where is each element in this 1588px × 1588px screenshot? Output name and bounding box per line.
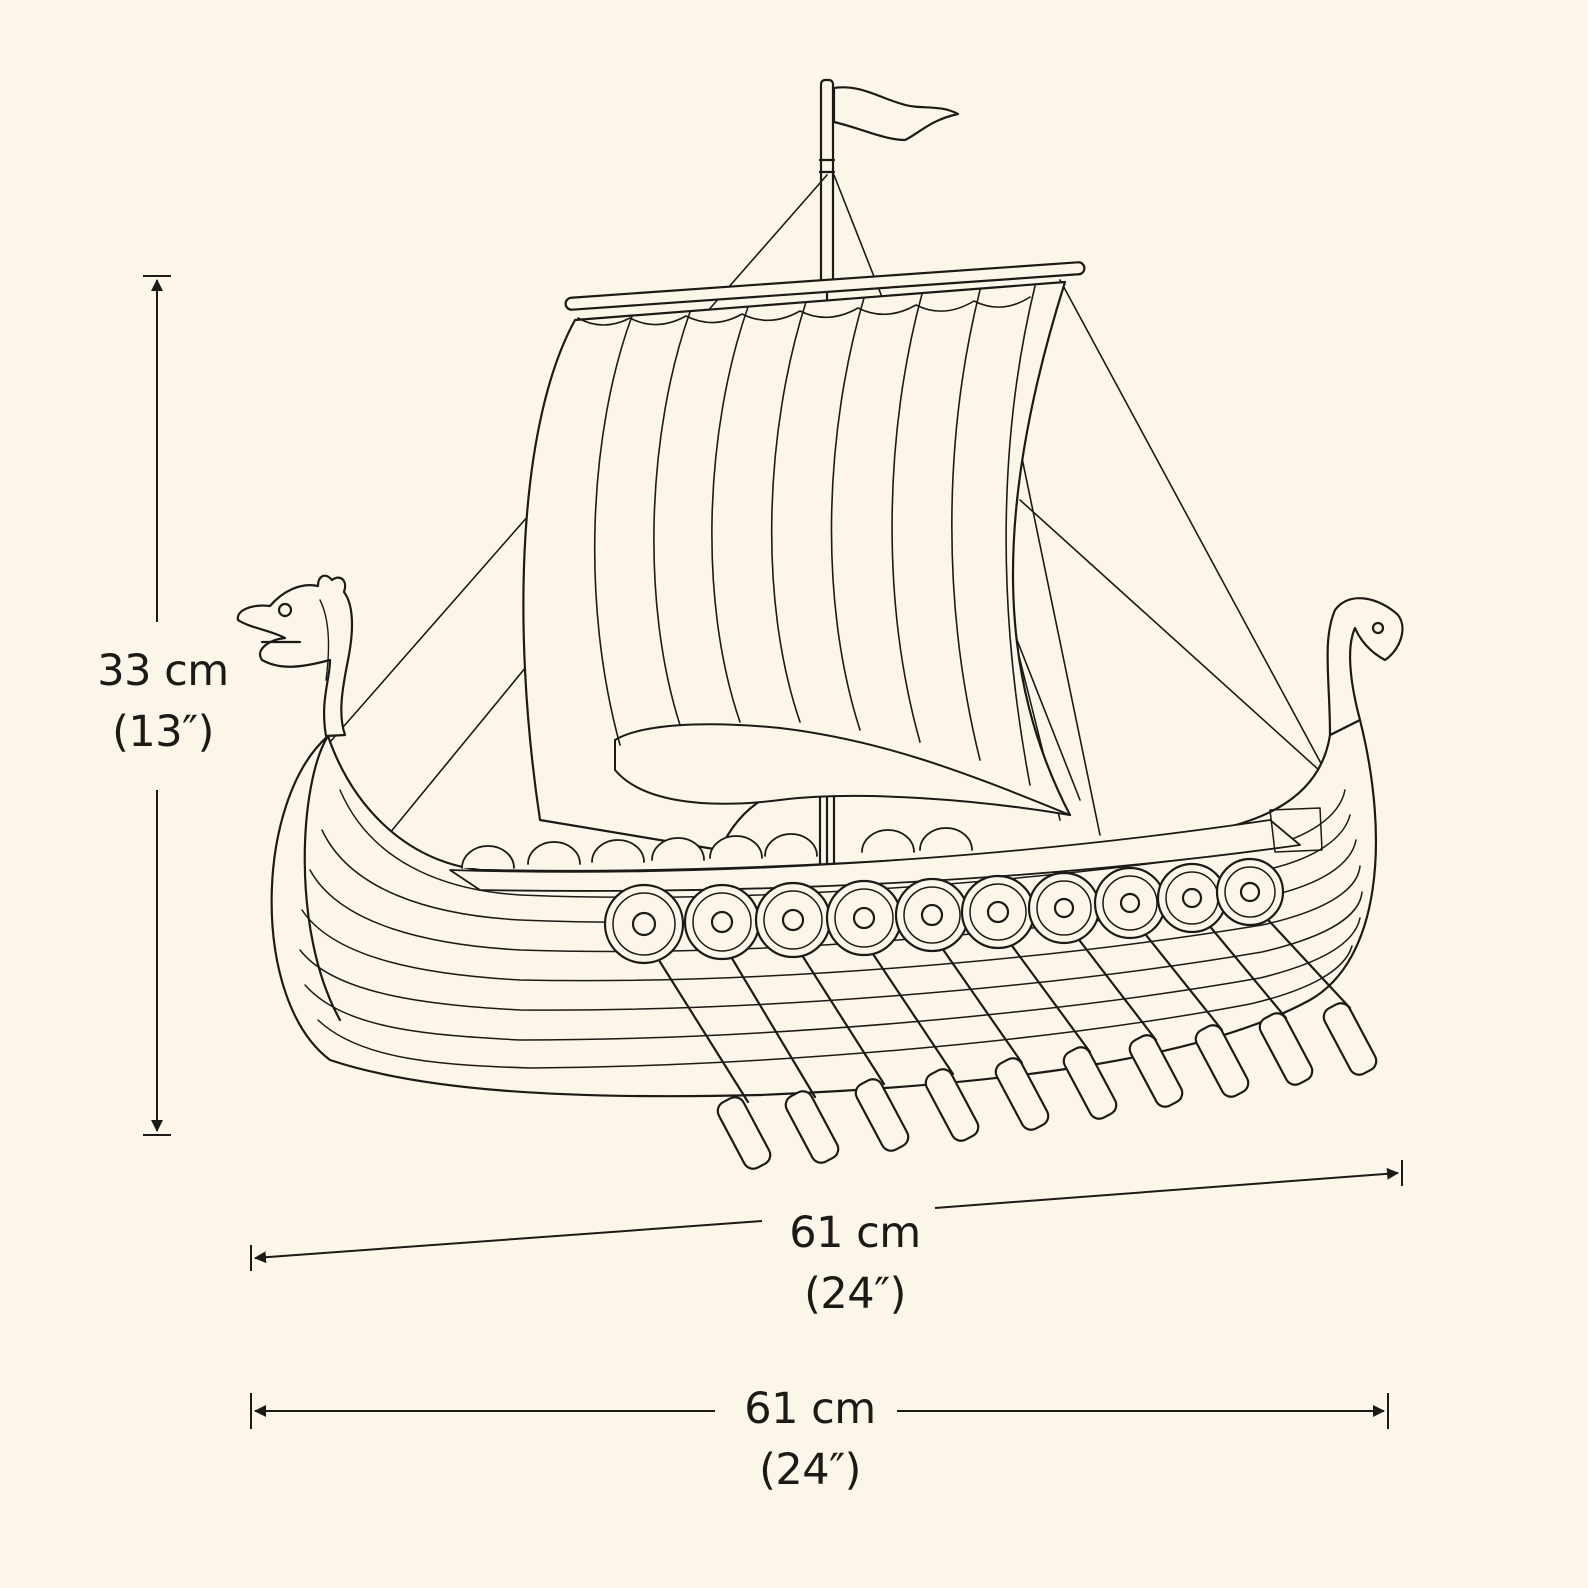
length-upper-metric: 61 cm (789, 1208, 921, 1258)
shield (894, 877, 970, 953)
shield (1027, 871, 1101, 945)
shield (683, 883, 761, 961)
sail (522, 280, 1072, 852)
shield (1093, 866, 1167, 940)
length-dimension-line-upper (250, 1160, 1403, 1271)
length-upper-imperial: (24″) (804, 1269, 906, 1319)
stern-head-eye (1371, 621, 1385, 635)
height-metric: 33 cm (97, 646, 229, 696)
length-upper-dimension-label: 61 cm (24″) (760, 1212, 950, 1316)
front-shields (603, 857, 1285, 965)
stern-post (1326, 597, 1404, 737)
rear-shields (461, 827, 973, 869)
shield (1156, 862, 1228, 934)
length-lower-dimension-label: 61 cm (24″) (720, 1388, 900, 1492)
oars (638, 893, 1378, 1170)
dragon-head-prow (236, 574, 354, 738)
yard-spar (564, 261, 1086, 311)
shield (825, 879, 903, 957)
length-lower-imperial: (24″) (759, 1445, 861, 1495)
shield (1215, 857, 1285, 927)
length-lower-metric: 61 cm (744, 1384, 876, 1434)
shield (960, 874, 1036, 950)
pennant-flag (832, 86, 960, 142)
height-dimension-line (143, 275, 171, 1136)
shield (603, 883, 685, 965)
shield (754, 881, 832, 959)
height-dimension-label: 33 cm (13″) (78, 650, 248, 754)
length-dimension-line-lower (250, 1393, 1389, 1429)
height-imperial: (13″) (112, 707, 214, 757)
